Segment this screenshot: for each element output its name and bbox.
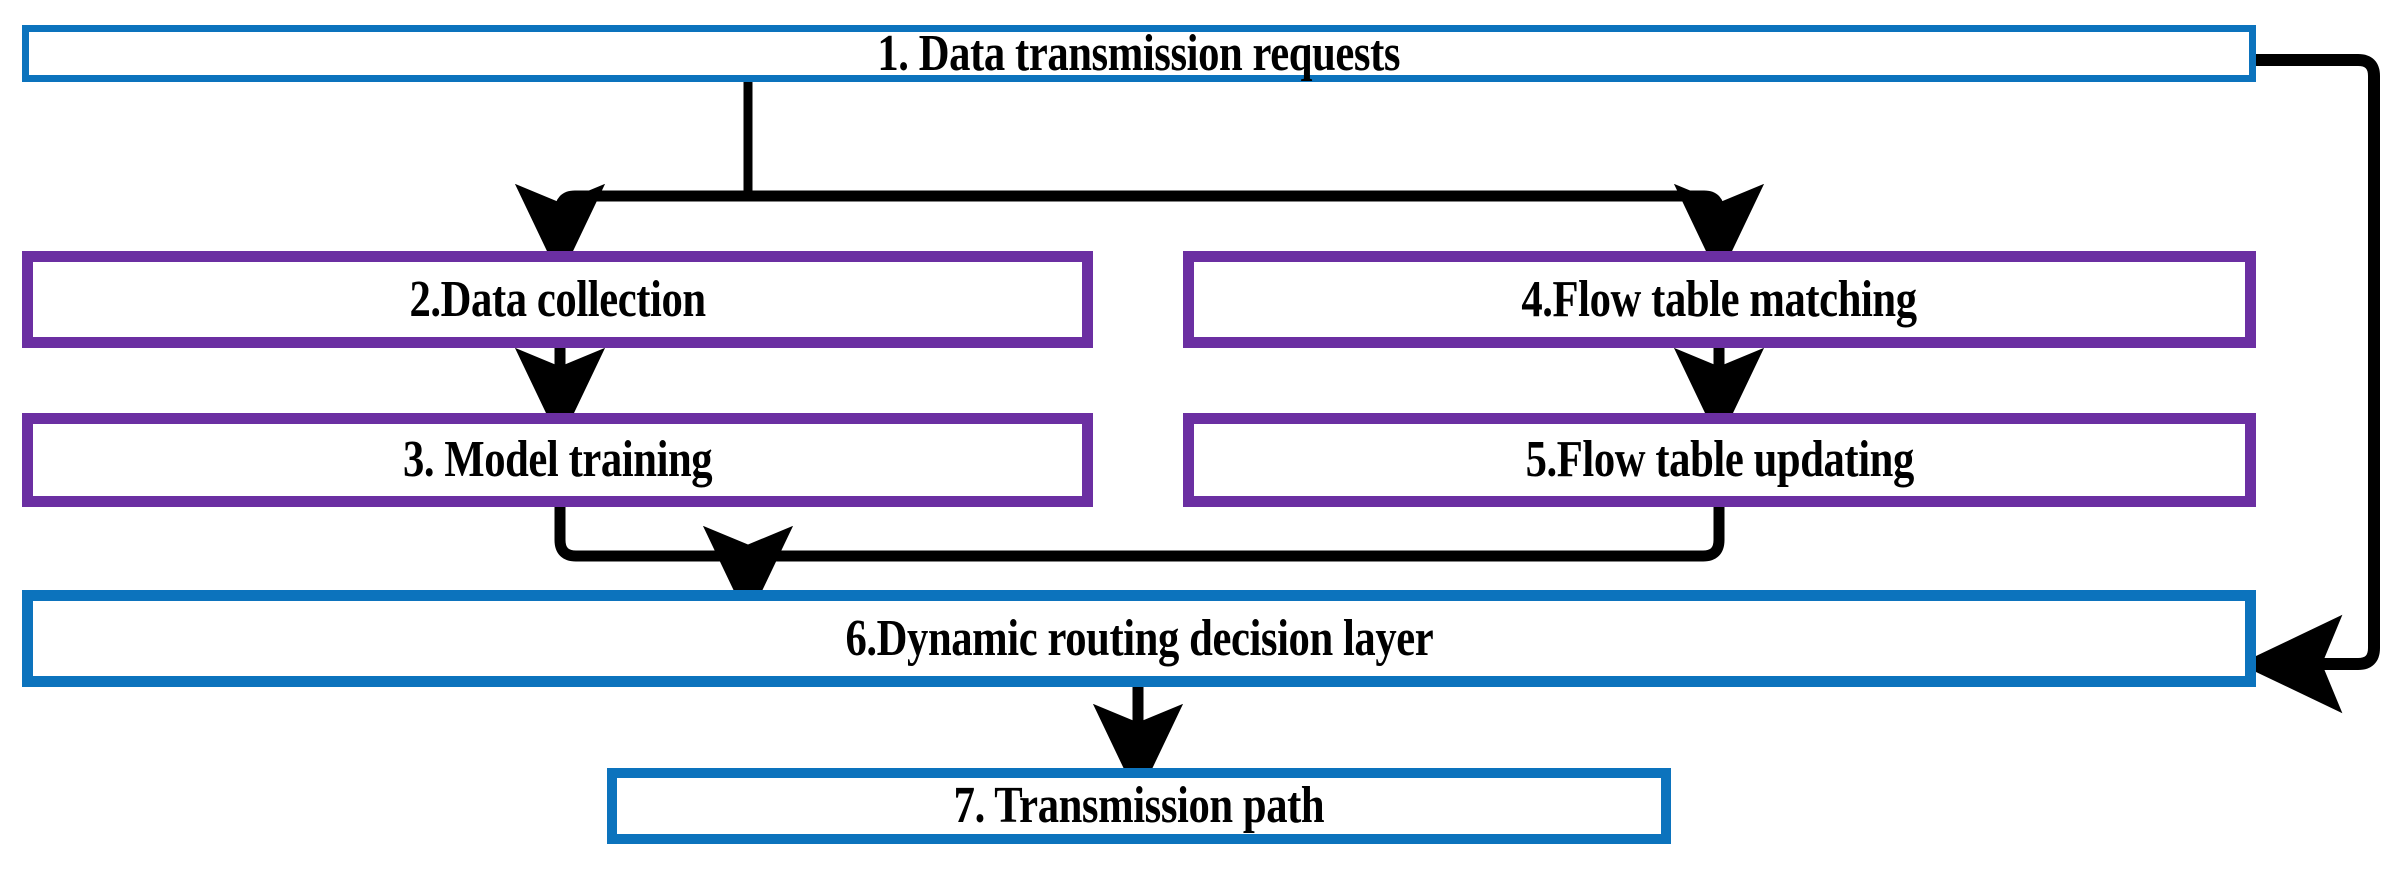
node-label: 5.Flow table updating: [1525, 431, 1914, 488]
node-label: 7. Transmission path: [953, 777, 1325, 834]
node-transmission-path[interactable]: 7. Transmission path: [607, 768, 1671, 844]
node-data-transmission-requests[interactable]: 1. Data transmission requests: [22, 25, 2256, 82]
edge-n5-to-n6: [748, 507, 1725, 562]
node-label: 4.Flow table matching: [1521, 270, 1918, 328]
node-flow-table-updating[interactable]: 5.Flow table updating: [1183, 413, 2256, 507]
node-data-collection[interactable]: 2.Data collection: [22, 251, 1093, 348]
edge-n3-to-n6: [554, 507, 748, 562]
node-label: 6.Dynamic routing decision layer: [845, 609, 1433, 667]
edge-n1-to-n2: [514, 183, 748, 279]
node-dynamic-routing-decision-layer[interactable]: 6.Dynamic routing decision layer: [22, 590, 2256, 687]
node-label: 3. Model training: [402, 431, 713, 488]
edge-n1-to-n4: [748, 183, 1765, 279]
edge-n1-to-n6-feedback: [2239, 54, 2380, 714]
node-label: 2.Data collection: [409, 270, 706, 328]
node-flow-table-matching[interactable]: 4.Flow table matching: [1183, 251, 2256, 348]
node-model-training[interactable]: 3. Model training: [22, 413, 1093, 507]
node-label: 1. Data transmission requests: [877, 24, 1401, 82]
